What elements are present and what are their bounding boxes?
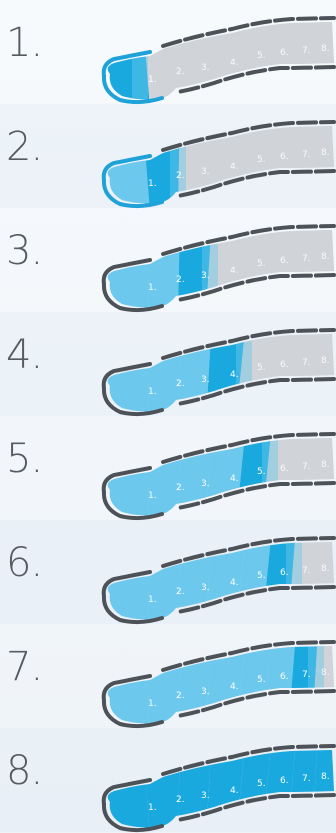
zone-number-label: 5. xyxy=(257,259,266,269)
zone-number-label: 3. xyxy=(201,583,210,593)
zone-number-label: 3. xyxy=(201,271,210,281)
zone-gradient-edge xyxy=(170,112,186,212)
step-row: 7.1. 2. 3. 4. 5. 6. 7. 8. xyxy=(0,624,336,728)
zone-number-label: 7. xyxy=(302,670,311,680)
leg-sleeve-illustration: 1. 2. 3. 4. 5. 6. 7. 8. xyxy=(0,208,336,312)
zone-number-label: 5. xyxy=(257,467,266,477)
zone-number-label: 6. xyxy=(280,672,289,682)
zone-gradient-edge xyxy=(132,8,148,108)
zone-number-label: 4. xyxy=(230,370,239,380)
zone-number-label: 4. xyxy=(230,162,239,172)
zone-number-label: 7. xyxy=(302,462,311,472)
zone-number-label: 5. xyxy=(257,155,266,165)
zone-number-label: 2. xyxy=(176,379,185,389)
zone-number-label: 7. xyxy=(302,254,311,264)
zone-4-active xyxy=(206,632,246,732)
zone-number-label: 4. xyxy=(230,682,239,692)
zone-number-label: 8. xyxy=(321,460,330,470)
leg-sleeve-illustration: 1. 2. 3. 4. 5. 6. 7. 8. xyxy=(0,624,336,728)
zone-number-label: 4. xyxy=(230,786,239,796)
step-row: 2.1. 2. 3. 4. 5. 6. 7. 8. xyxy=(0,104,336,208)
zone-number-label: 1. xyxy=(148,179,157,189)
zone-number-label: 2. xyxy=(176,483,185,493)
zone-number-label: 2. xyxy=(176,67,185,77)
step-row: 6.1. 2. 3. 4. 5. 6. 7. 8. xyxy=(0,520,336,624)
leg-sleeve-illustration: 1. 2. 3. 4. 5. 6. 7. 8. xyxy=(0,416,336,520)
zone-number-label: 6. xyxy=(280,48,289,58)
zone-4-active xyxy=(206,736,246,833)
zone-number-label: 6. xyxy=(280,568,289,578)
zone-number-label: 6. xyxy=(280,360,289,370)
zone-number-label: 5. xyxy=(257,779,266,789)
zone-number-label: 1. xyxy=(148,387,157,397)
zone-number-label: 8. xyxy=(321,668,330,678)
zone-number-label: 1. xyxy=(148,595,157,605)
zone-number-label: 7. xyxy=(302,358,311,368)
zone-number-label: 6. xyxy=(280,256,289,266)
zone-number-label: 4. xyxy=(230,578,239,588)
zone-gradient-edge xyxy=(202,216,218,316)
zone-number-label: 1. xyxy=(148,75,157,85)
zone-number-label: 8. xyxy=(321,772,330,782)
zone-number-label: 3. xyxy=(201,375,210,385)
zone-number-label: 7. xyxy=(302,774,311,784)
zone-number-label: 3. xyxy=(201,167,210,177)
leg-sleeve-illustration: 1. 2. 3. 4. 5. 6. 7. 8. xyxy=(0,312,336,416)
zone-4-active xyxy=(206,424,246,524)
zone-number-label: 4. xyxy=(230,58,239,68)
zone-number-label: 8. xyxy=(321,252,330,262)
zone-number-label: 2. xyxy=(176,275,185,285)
zone-number-label: 7. xyxy=(302,46,311,56)
step-row: 1.1. 2. 3. 4. 5. 6. 7. 8. xyxy=(0,0,336,104)
zone-number-label: 3. xyxy=(201,479,210,489)
zone-number-label: 1. xyxy=(148,803,157,813)
step-row: 4.1. 2. 3. 4. 5. 6. 7. 8. xyxy=(0,312,336,416)
zone-number-label: 3. xyxy=(201,791,210,801)
zone-number-label: 8. xyxy=(321,356,330,366)
zone-number-label: 5. xyxy=(257,571,266,581)
zone-number-label: 5. xyxy=(257,51,266,61)
zone-number-label: 2. xyxy=(176,795,185,805)
zone-number-label: 4. xyxy=(230,474,239,484)
zone-7-active xyxy=(288,736,318,833)
leg-sleeve-illustration: 1. 2. 3. 4. 5. 6. 7. 8. xyxy=(0,520,336,624)
zone-number-label: 1. xyxy=(148,491,157,501)
zone-4-active xyxy=(206,528,246,628)
zone-number-label: 5. xyxy=(257,363,266,373)
zone-number-label: 2. xyxy=(176,691,185,701)
leg-sleeve-illustration: 1. 2. 3. 4. 5. 6. 7. 8. xyxy=(0,104,336,208)
step-row: 3.1. 2. 3. 4. 5. 6. 7. 8. xyxy=(0,208,336,312)
zone-number-label: 6. xyxy=(280,152,289,162)
zone-number-label: 6. xyxy=(280,776,289,786)
zone-number-label: 8. xyxy=(321,44,330,54)
zone-number-label: 7. xyxy=(302,150,311,160)
zone-4-inactive xyxy=(206,8,246,108)
leg-sleeve-illustration: 1. 2. 3. 4. 5. 6. 7. 8. xyxy=(0,0,336,104)
zone-gradient-edge xyxy=(286,528,302,628)
step-row: 5.1. 2. 3. 4. 5. 6. 7. 8. xyxy=(0,416,336,520)
zone-gradient-edge xyxy=(308,632,324,732)
zone-number-label: 6. xyxy=(280,464,289,474)
zone-number-label: 5. xyxy=(257,675,266,685)
zone-number-label: 3. xyxy=(201,687,210,697)
zone-number-label: 2. xyxy=(176,587,185,597)
zone-number-label: 1. xyxy=(148,283,157,293)
zone-4-inactive xyxy=(206,112,246,212)
zone-number-label: 4. xyxy=(230,266,239,276)
zone-number-label: 8. xyxy=(321,564,330,574)
zone-number-label: 8. xyxy=(321,148,330,158)
leg-sleeve-illustration: 1. 2. 3. 4. 5. 6. 7. 8. xyxy=(0,728,336,832)
step-row: 8.1. 2. 3. 4. 5. 6. 7. 8. xyxy=(0,728,336,832)
zone-number-label: 3. xyxy=(201,63,210,73)
zone-number-label: 1. xyxy=(148,699,157,709)
zone-number-label: 2. xyxy=(176,171,185,181)
zone-number-label: 7. xyxy=(302,566,311,576)
